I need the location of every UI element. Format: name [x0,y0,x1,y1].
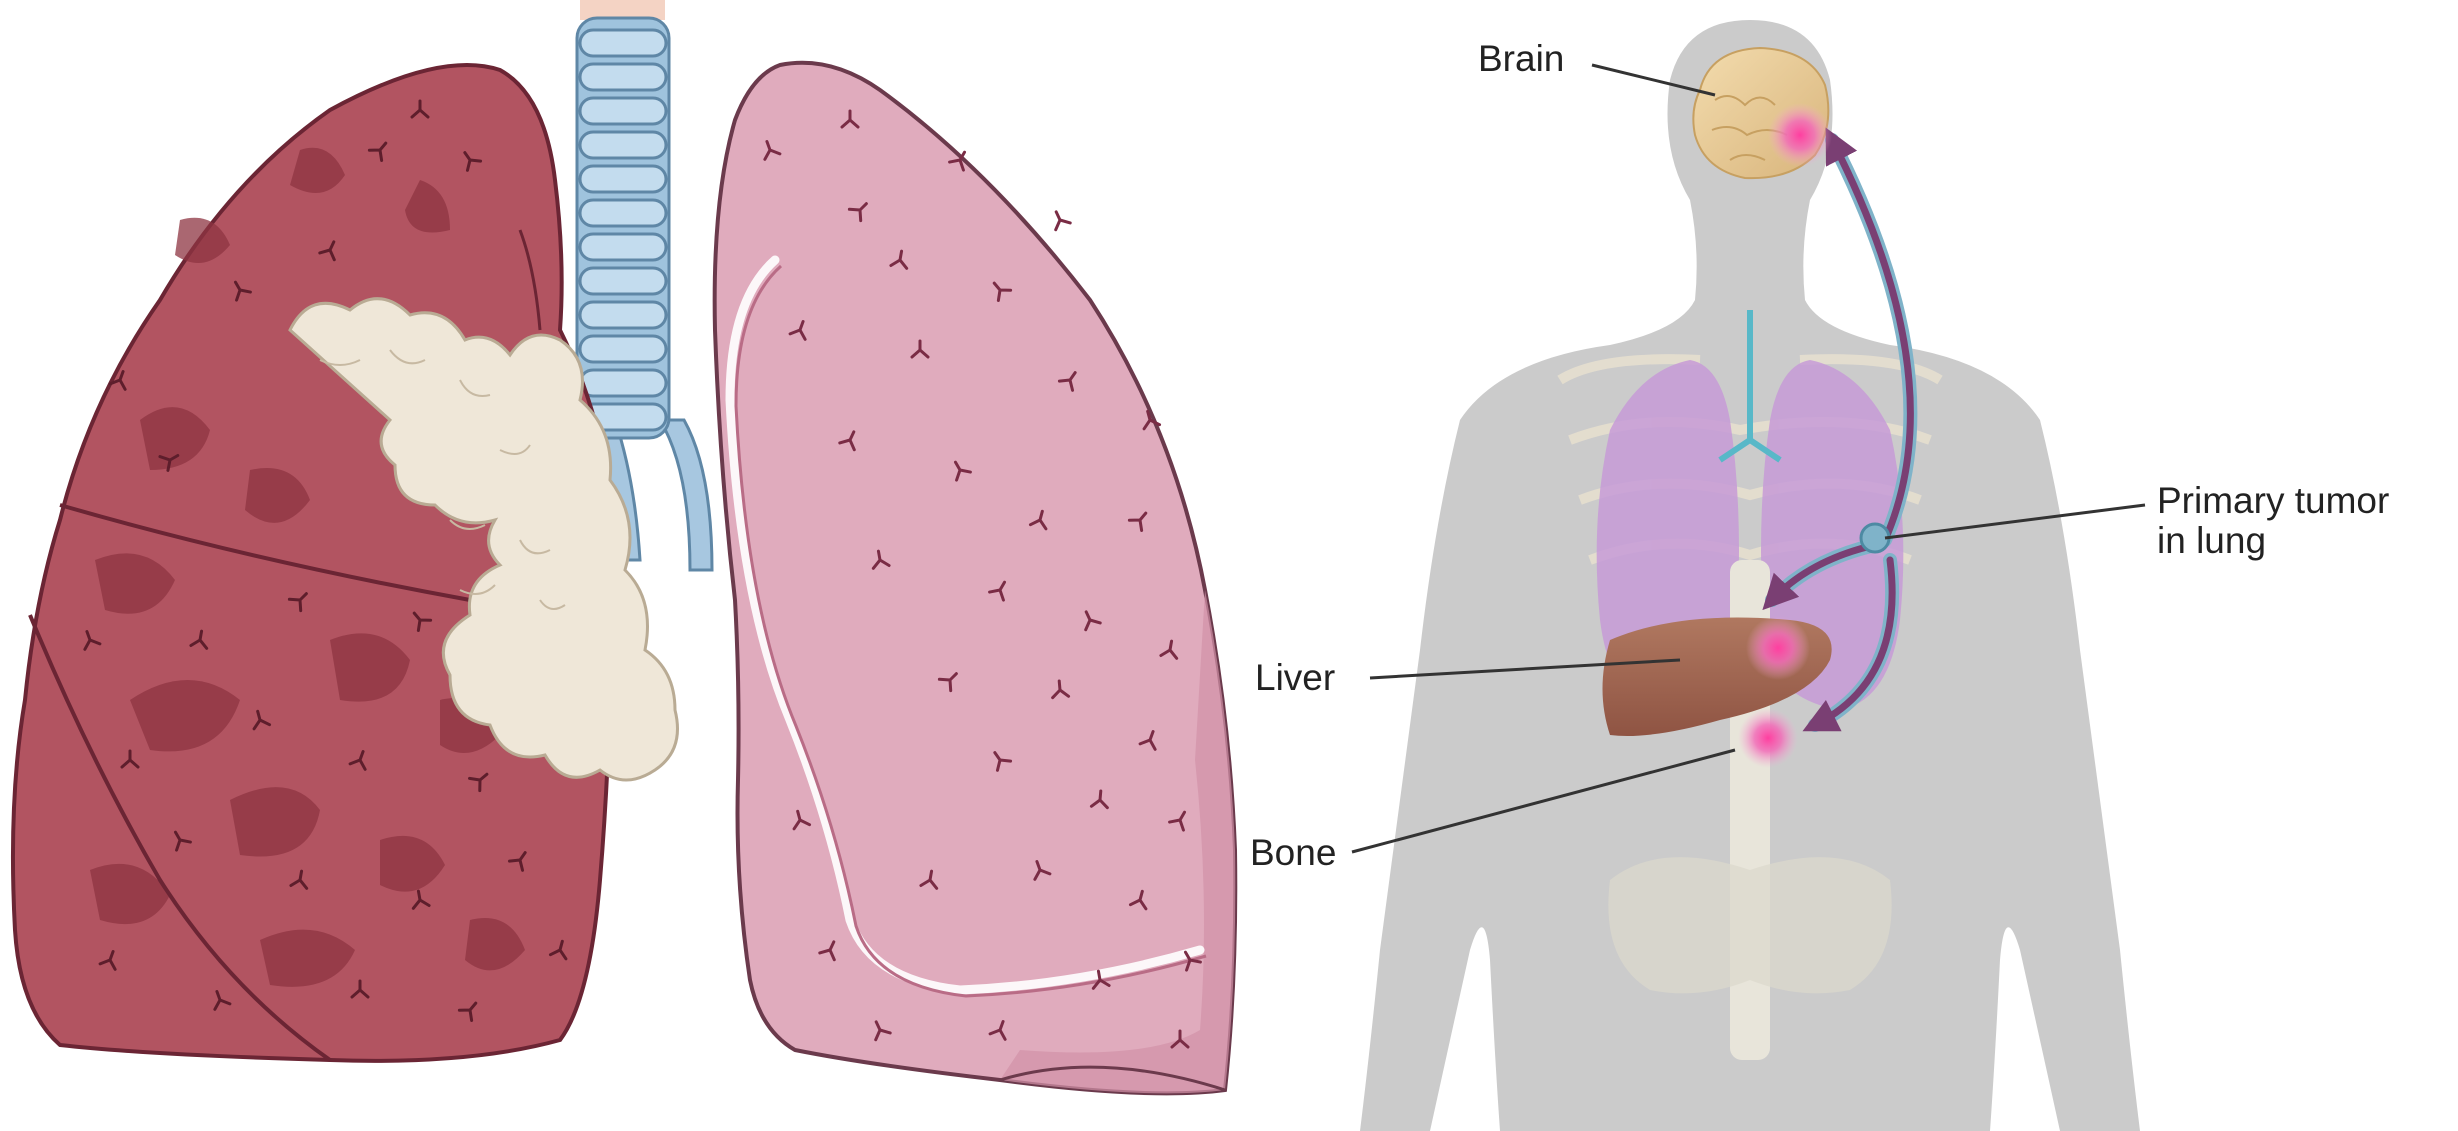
lungs-illustration [13,0,1235,1093]
bone-metastasis-spot [1738,708,1798,768]
trachea-ring [580,98,666,124]
bone-label: Bone [1250,832,1336,873]
trachea-ring [580,268,666,294]
vessel-mark [1049,208,1070,229]
primary-tumor-spot [1861,524,1889,552]
trachea-ring [580,336,666,362]
body-metastasis-diagram: Brain Primary tumor in lung Liver Bone [1250,20,2389,1131]
liver-metastasis-spot [1746,616,1810,680]
trachea [577,0,669,438]
primary-tumor-label-line2: in lung [2157,520,2266,561]
brain-label: Brain [1478,38,1564,79]
trachea-ring [580,200,666,226]
liver-label: Liver [1255,657,1335,698]
primary-tumor-label-line1: Primary tumor [2157,480,2389,521]
healthy-lung [715,63,1236,1094]
pelvis [1608,857,1891,993]
trachea-ring [580,234,666,260]
trachea-ring [580,302,666,328]
trachea-ring [580,30,666,56]
trachea-ring [580,370,666,396]
trachea-ring [580,64,666,90]
trachea-ring [580,132,666,158]
brain-metastasis-spot [1768,103,1832,167]
trachea-ring [580,166,666,192]
